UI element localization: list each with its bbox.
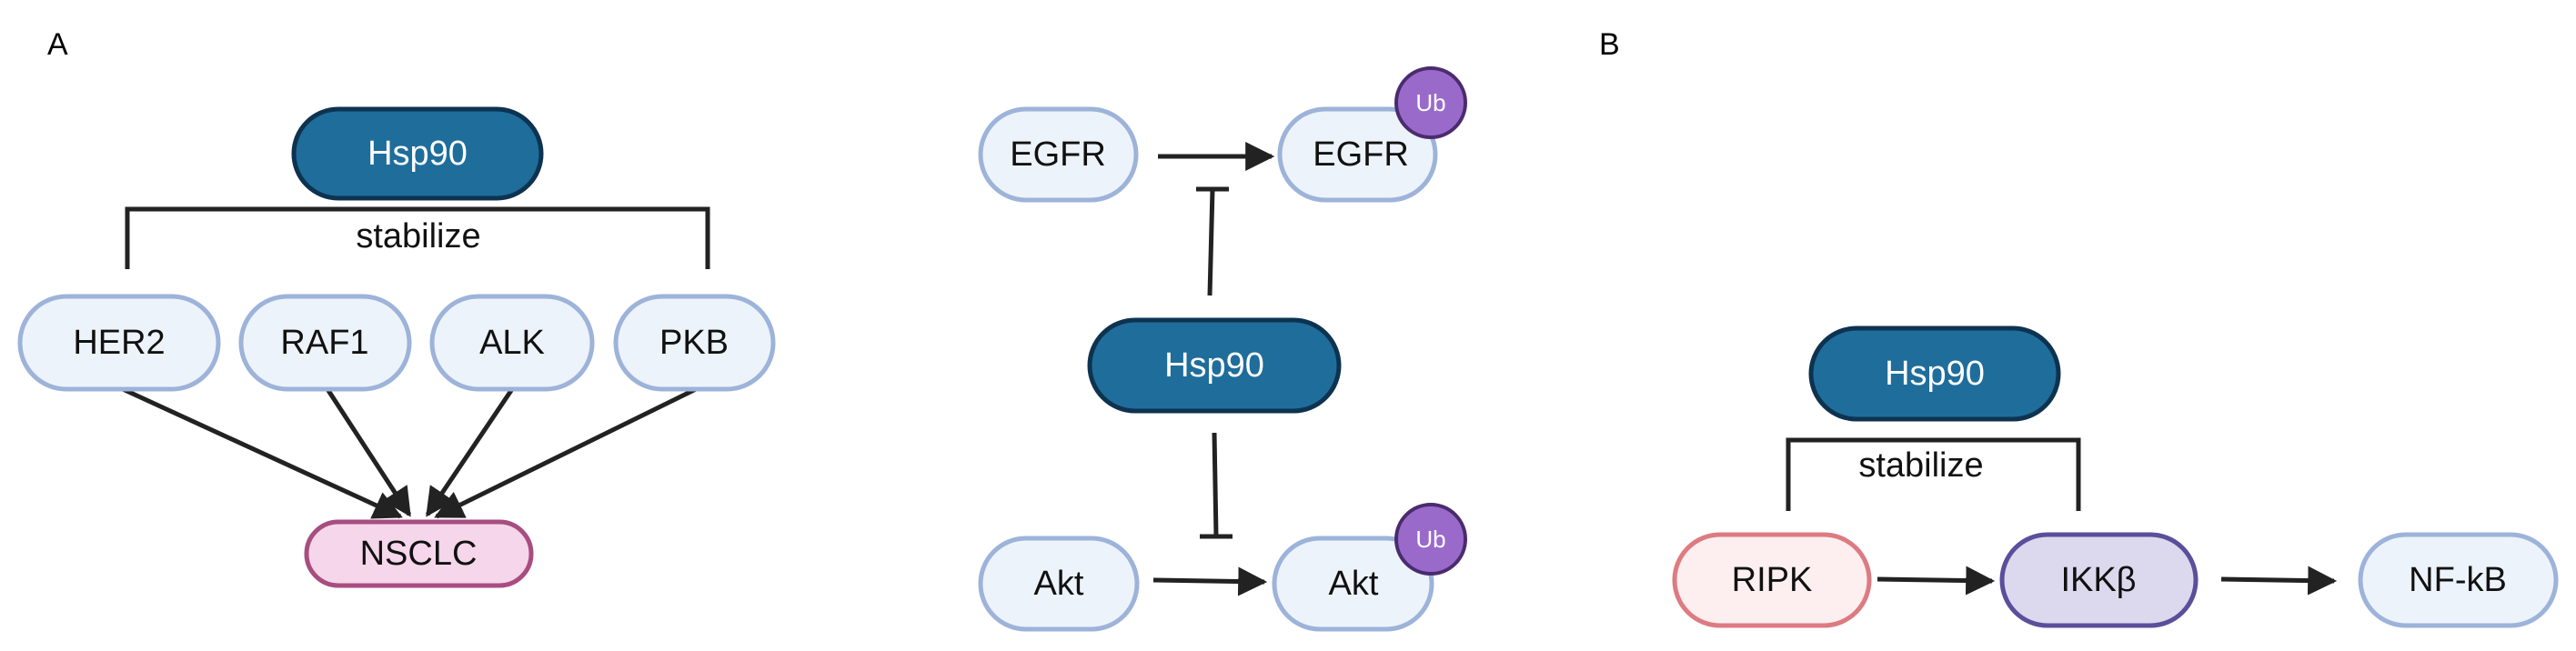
- ripk-label: RIPK: [1732, 561, 1813, 599]
- ikk-label: IKKβ: [2060, 561, 2136, 599]
- panel-label-a: A: [47, 27, 68, 62]
- panel-a-right: EGFR EGFR Ub Hsp90: [978, 66, 1467, 632]
- client-label-alk: ALK: [479, 324, 545, 362]
- ub-label-bottom: Ub: [1415, 526, 1445, 553]
- nfkb-node: NF-kB: [2358, 532, 2559, 628]
- arrow-raf1-nsclc: [325, 387, 412, 517]
- hsp90-label-b: Hsp90: [1885, 355, 1985, 393]
- panel-b: stabilize Hsp90 RIPK IKKβ NF-kB: [1672, 326, 2559, 628]
- panel-a-left: stabilize Hsp90 HER2 RAF1 ALK PKB: [17, 106, 776, 588]
- client-label-her2: HER2: [73, 324, 165, 362]
- arrow-pkb-nsclc: [434, 386, 698, 519]
- stabilize-label: stabilize: [356, 217, 480, 255]
- akt-label-right: Akt: [1329, 565, 1379, 603]
- inhibit-line-top: [1196, 186, 1229, 296]
- stabilize-bracket: [125, 206, 710, 269]
- ubiquitin-badge-bottom: Ub: [1394, 503, 1467, 576]
- egfr-node-right: EGFR: [1277, 106, 1438, 203]
- nfkb-label: NF-kB: [2409, 561, 2507, 599]
- arrow-akt-akt: [1152, 566, 1268, 596]
- egfr-label-left: EGFR: [1010, 135, 1106, 174]
- akt-node-right: Akt: [1272, 536, 1434, 632]
- panel-label-b: B: [1599, 27, 1620, 62]
- client-node-pkb: PKB: [613, 294, 776, 392]
- nsclc-node: NSCLC: [304, 519, 534, 588]
- arrow-ripk-ikk: [1877, 566, 1996, 596]
- egfr-node-left: EGFR: [978, 106, 1139, 203]
- client-node-raf1: RAF1: [238, 294, 412, 392]
- client-label-raf1: RAF1: [280, 324, 368, 362]
- hsp90-label: Hsp90: [367, 135, 468, 173]
- arrow-her2-nsclc: [121, 386, 403, 519]
- ub-label-top: Ub: [1415, 89, 1445, 116]
- hsp90-node-b: Hsp90: [1808, 326, 2061, 422]
- stabilize-label-b: stabilize: [1858, 446, 1983, 485]
- nsclc-label: NSCLC: [360, 535, 478, 573]
- ripk-node: RIPK: [1672, 532, 1872, 628]
- arrow-alk-nsclc: [425, 387, 515, 517]
- inhibit-line-bottom: [1200, 432, 1233, 539]
- egfr-label-right: EGFR: [1313, 135, 1409, 174]
- client-node-alk: ALK: [429, 294, 595, 392]
- client-label-pkb: PKB: [659, 324, 729, 362]
- ikk-node: IKKβ: [1999, 532, 2199, 628]
- arrow-ikk-nfkb: [2220, 566, 2338, 596]
- akt-label-left: Akt: [1034, 565, 1084, 603]
- stabilize-bracket-b: [1786, 437, 2081, 511]
- akt-node-left: Akt: [978, 536, 1140, 632]
- hsp90-node: Hsp90: [291, 106, 544, 201]
- ubiquitin-badge-top: Ub: [1394, 66, 1467, 139]
- hsp90-label-center: Hsp90: [1164, 346, 1264, 385]
- hsp90-node-center: Hsp90: [1087, 317, 1342, 414]
- client-node-her2: HER2: [17, 294, 221, 392]
